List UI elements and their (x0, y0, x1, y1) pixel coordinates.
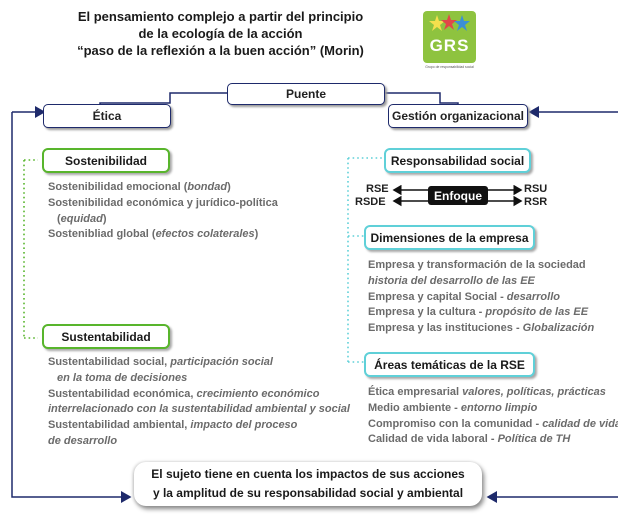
list-item: historia del desarrollo de las EE (368, 274, 535, 287)
list-item: Sustentabilidad económica, crecimiento e… (48, 387, 320, 400)
list-item: Medio ambiente - entorno limpio (368, 401, 538, 414)
gestion-label: Gestión organizacional (391, 109, 525, 123)
puente-box: Puente (227, 83, 385, 105)
list-item: Sostenibliad global (efectos colaterales… (48, 228, 259, 241)
dimensiones-list: Empresa y transformación de la sociedad … (368, 258, 594, 337)
logo-text: GRS (429, 36, 470, 55)
list-item: interrelacionado con la sustentabilidad … (48, 403, 350, 416)
sustentabilidad-label: Sustentabilidad (61, 329, 151, 344)
areas-label: Áreas temáticas de la RSE (374, 357, 525, 372)
list-item: de desarrollo (48, 434, 118, 447)
sostenibilidad-box: Sostenibilidad (42, 148, 170, 173)
title-line-3: “paso de la reflexión a la buen acción” … (77, 43, 364, 58)
conclusion-banner: El sujeto tiene en cuenta los impactos d… (134, 462, 482, 506)
list-item: Sostenibilidad económica y jurídico-polí… (48, 196, 278, 209)
areas-tematicas-box: Áreas temáticas de la RSE (364, 352, 535, 377)
diagram-title: El pensamiento complejo a partir del pri… (48, 8, 393, 59)
list-item: Sustentabilidad social, participación so… (48, 356, 273, 368)
etica-box: Ética (43, 104, 171, 128)
gestion-box: Gestión organizacional (388, 104, 528, 128)
list-item: Empresa y capital Social - desarrollo (368, 290, 560, 303)
rsr-label: RSR (524, 196, 548, 208)
conclusion-line-2: y la amplitud de su responsabilidad soci… (152, 486, 464, 500)
list-item: Compromiso con la comunidad - calidad de… (368, 417, 618, 430)
list-item: Sostenibilidad emocional (bondad) (48, 181, 231, 193)
logo-tagline: Grupo de responsabilidad social (425, 65, 474, 69)
rse-label: RSE (366, 183, 389, 195)
enfoque-label: Enfoque (434, 188, 482, 203)
list-item: (equidad) (57, 212, 107, 225)
stars-icon (429, 14, 470, 31)
list-item: Empresa y la cultura - propósito de las … (368, 306, 589, 319)
list-item: Empresa y transformación de la sociedad (368, 259, 586, 271)
sustentabilidad-box: Sustentabilidad (42, 324, 170, 349)
list-item: Sustentabilidad ambiental, impacto del p… (48, 419, 298, 432)
conclusion-line-1: El sujeto tiene en cuenta los impactos d… (151, 467, 465, 481)
dimensiones-label: Dimensiones de la empresa (370, 230, 529, 245)
rsde-label: RSDE (355, 196, 386, 208)
sostenibilidad-list: Sostenibilidad emocional (bondad) Sosten… (48, 180, 278, 243)
puente-label: Puente (285, 87, 326, 101)
etica-label: Ética (92, 109, 122, 123)
grs-logo: GRS Grupo de responsabilidad social (423, 11, 476, 69)
title-line-2: de la ecología de la acción (138, 26, 303, 41)
dimensiones-box: Dimensiones de la empresa (364, 225, 535, 250)
enfoque-box: Enfoque (428, 186, 488, 205)
rsu-label: RSU (524, 183, 548, 195)
sustentabilidad-list: Sustentabilidad social, participación so… (48, 355, 350, 450)
responsabilidad-social-box: Responsabilidad social (384, 148, 531, 173)
areas-list: Ética empresarial valores, políticas, pr… (368, 385, 618, 448)
title-line-1: El pensamiento complejo a partir del pri… (77, 9, 364, 24)
sostenibilidad-label: Sostenibilidad (64, 153, 147, 168)
list-item: Calidad de vida laboral - Política de TH (368, 433, 571, 446)
responsabilidad-label: Responsabilidad social (390, 153, 525, 168)
list-item: en la toma de decisiones (57, 371, 188, 384)
list-item: Ética empresarial valores, políticas, pr… (368, 386, 606, 398)
list-item: Empresa y las instituciones - Globalizac… (368, 322, 595, 335)
